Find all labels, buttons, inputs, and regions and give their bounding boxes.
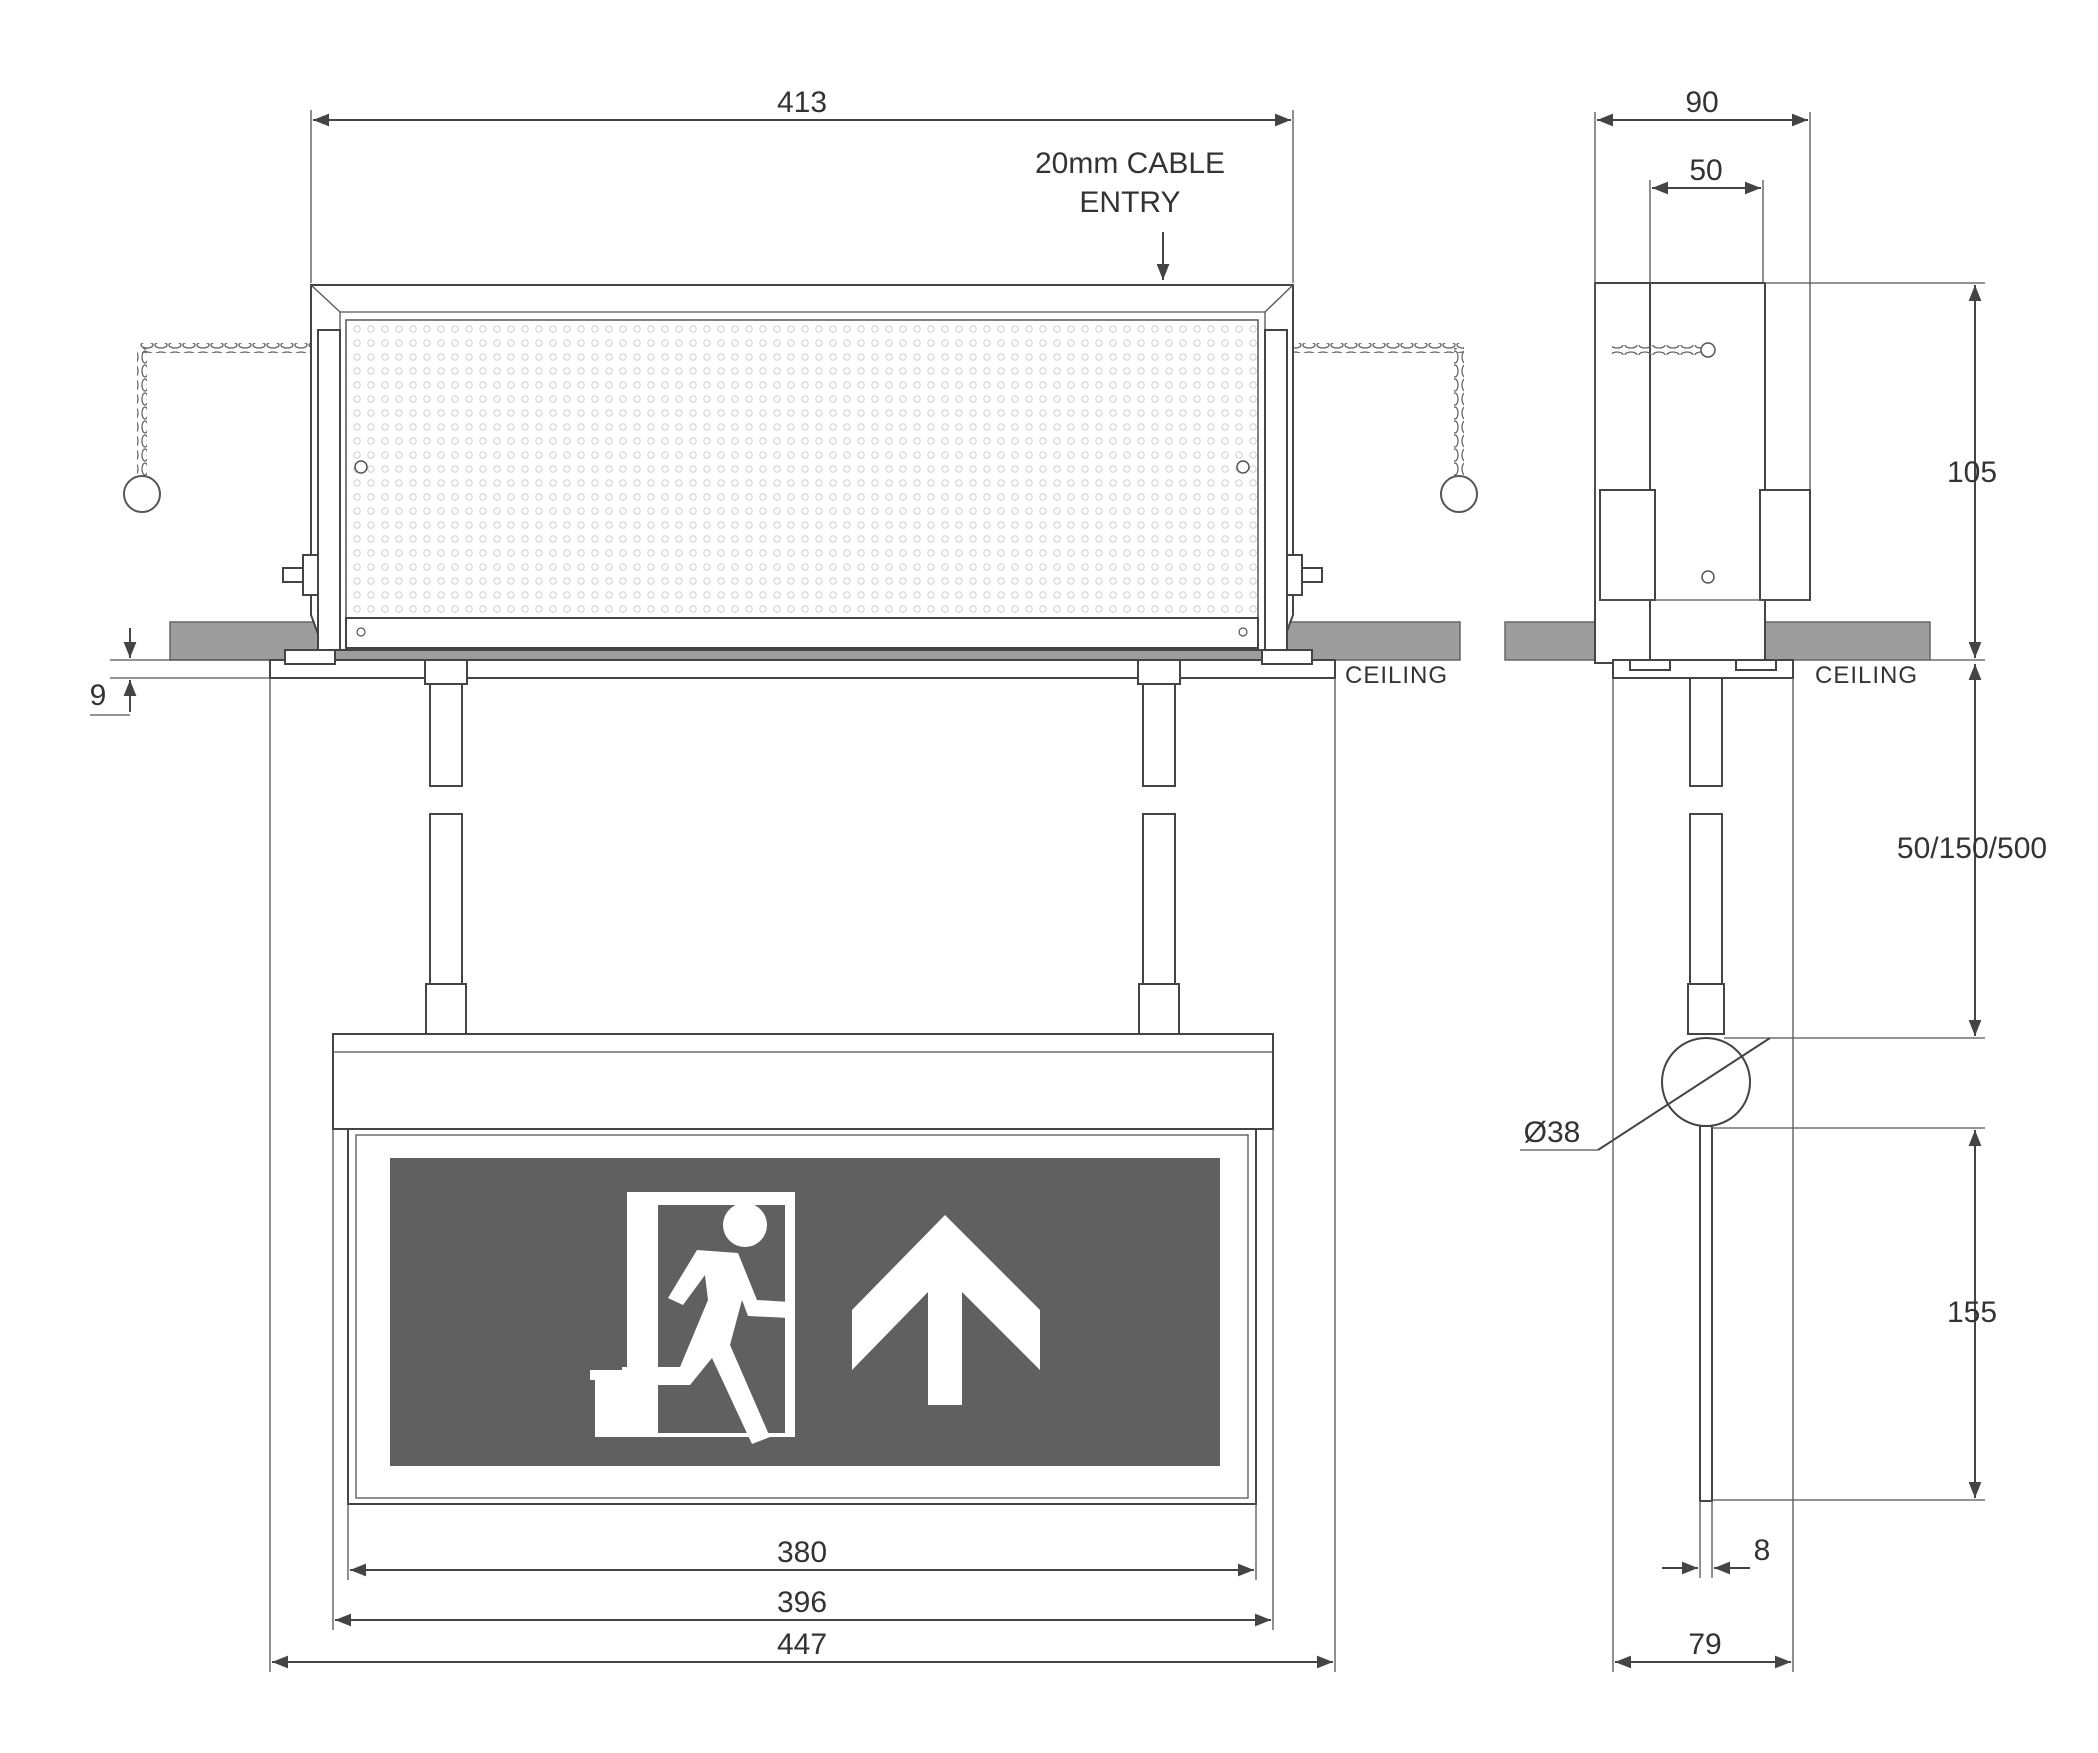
dim-inner-depth: 50 [1649,154,1764,283]
sign-legend-panel [390,1158,1220,1466]
dim-90-label: 90 [1685,86,1718,119]
dim-447-label: 447 [777,1628,827,1661]
sign-top-rail [332,1033,1274,1130]
drop-rod-right [1137,659,1181,1035]
dim-79-label: 79 [1688,1628,1721,1661]
dim-413-label: 413 [777,86,827,119]
dim-overall-width: 413 [310,86,1294,283]
up-arrow [852,1215,1040,1405]
dim-9-label: 9 [90,679,107,712]
drop-rod-left [424,659,468,1035]
cable-entry-line1: 20mm CABLE [1035,147,1225,180]
cable-entry-line2: ENTRY [1079,186,1180,219]
dim-box-height: 105 [1763,282,1997,661]
tube-circle [1661,1037,1751,1127]
dim-50-label: 50 [1689,154,1722,187]
perforated-panel [345,319,1259,619]
side-view: 90 50 105 CEILING 50/150/500 Ø38 [1504,86,2047,1672]
suspension-chain-right [1292,343,1478,513]
dim-396-label: 396 [777,1586,827,1619]
dim-legend-width: 380 [347,1500,1257,1580]
ceiling-label-front: CEILING [1345,662,1448,689]
dim-frame-width: 447 [269,678,1336,1672]
dim-380-label: 380 [777,1536,827,1569]
dim-overall-depth: 90 [1594,86,1811,600]
dim-sign-thickness: 8 [1662,1500,1770,1578]
dim-panel-width: 396 [332,1129,1274,1630]
dim-drop-length: 50/150/500 [1724,664,2047,1039]
running-man-pictogram [590,1192,795,1444]
dim-8-label: 8 [1754,1534,1771,1567]
trim-plate [269,659,1336,679]
cable-entry-callout: 20mm CABLE ENTRY [1035,147,1225,280]
dim-drop-label: 50/150/500 [1897,832,2047,865]
dim-ceiling-thickness: 9 [90,628,270,716]
dim-diameter-label: Ø38 [1524,1116,1581,1149]
dim-155-label: 155 [1947,1296,1997,1329]
dim-sign-height: 155 [1712,1127,1997,1501]
ceiling-label-side: CEILING [1815,662,1918,689]
dim-tube-diameter: Ø38 [1520,1037,1771,1151]
dim-105-label: 105 [1947,456,1997,489]
dim-base-width: 79 [1612,678,1794,1672]
front-view: 413 20mm CABLE ENTRY 9 CEILING 380 [90,86,1478,1672]
suspension-chain-left [123,343,310,513]
